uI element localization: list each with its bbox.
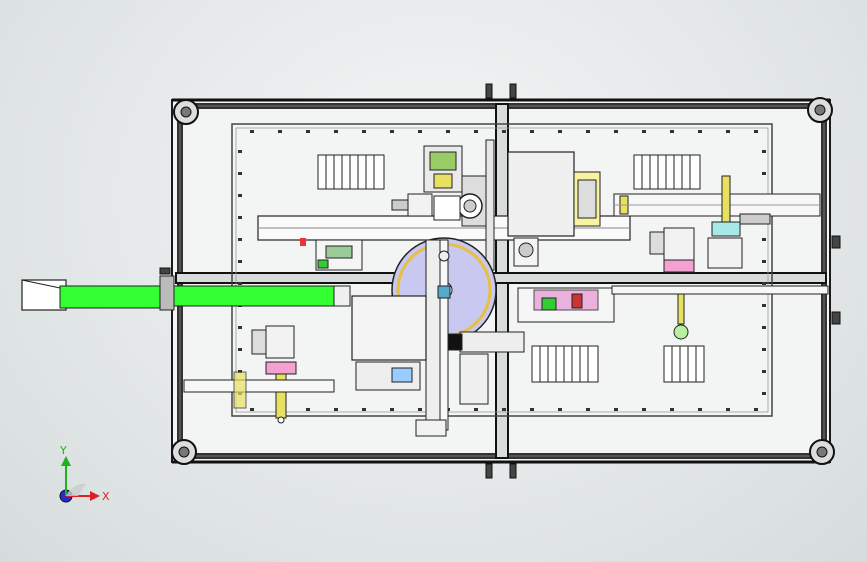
bolt-hole xyxy=(762,238,766,241)
pink-slide-block xyxy=(517,287,615,323)
bolt-hole xyxy=(250,130,254,133)
bolt-hole xyxy=(446,130,450,133)
bolt-hole xyxy=(278,130,282,133)
linear-rail-bottom-left xyxy=(183,371,335,409)
bolt-hole xyxy=(238,282,242,285)
y-axis-label: Y xyxy=(59,444,67,457)
grille-bottom-middle xyxy=(531,345,599,383)
linear-rail-right-lower xyxy=(611,285,829,295)
bolt-hole xyxy=(334,130,338,133)
corner-foot-bottom-left xyxy=(171,439,197,465)
green-conveyor xyxy=(21,275,351,311)
bolt-hole xyxy=(250,408,254,411)
bolt-hole xyxy=(762,260,766,263)
bolt-hole xyxy=(418,408,422,411)
sensor-block-left xyxy=(315,239,363,271)
bolt-hole xyxy=(762,282,766,285)
bolt-hole xyxy=(390,130,394,133)
bolt-hole xyxy=(530,408,534,411)
bolt-hole xyxy=(762,172,766,175)
grille-top-left xyxy=(317,154,385,190)
bolt-hole xyxy=(474,130,478,133)
bolt-hole xyxy=(642,408,646,411)
bolt-hole xyxy=(362,408,366,411)
bolt-hole xyxy=(754,408,758,411)
bolt-hole xyxy=(306,130,310,133)
bolt-hole xyxy=(362,130,366,133)
bolt-hole xyxy=(754,130,758,133)
bolt-hole xyxy=(586,130,590,133)
bolt-hole xyxy=(762,326,766,329)
bolt-hole xyxy=(762,304,766,307)
bolt-hole xyxy=(238,238,242,241)
bolt-hole xyxy=(502,130,506,133)
sensor-block-center xyxy=(513,237,539,267)
bolt-hole xyxy=(238,348,242,351)
bolt-hole xyxy=(238,194,242,197)
bolt-hole xyxy=(558,130,562,133)
bolt-hole xyxy=(502,408,506,411)
x-axis-label: X xyxy=(102,490,110,503)
bolt-hole xyxy=(762,370,766,373)
corner-foot-top-right xyxy=(807,97,833,123)
bolt-hole xyxy=(306,408,310,411)
bolt-hole xyxy=(698,408,702,411)
grille-top-right xyxy=(633,154,701,190)
bolt-hole xyxy=(238,326,242,329)
bolt-hole xyxy=(586,408,590,411)
corner-foot-bottom-right xyxy=(809,439,835,465)
bolt-hole xyxy=(474,408,478,411)
bolt-hole xyxy=(670,408,674,411)
bolt-hole xyxy=(390,408,394,411)
bolt-hole xyxy=(558,408,562,411)
bolt-hole xyxy=(418,130,422,133)
base-plate xyxy=(231,123,773,417)
bolt-hole xyxy=(614,408,618,411)
grille-bottom-right xyxy=(663,345,705,383)
bolt-hole xyxy=(238,172,242,175)
bolt-hole xyxy=(530,130,534,133)
bolt-hole xyxy=(642,130,646,133)
bolt-hole xyxy=(670,130,674,133)
gripper-assembly-top xyxy=(391,139,495,271)
bolt-hole xyxy=(614,130,618,133)
machine-frame xyxy=(171,98,831,464)
motor-lower-left xyxy=(251,325,297,424)
coordinate-triad[interactable]: X Y xyxy=(59,444,110,503)
linear-rail-right xyxy=(613,193,821,217)
bolt-hole xyxy=(762,392,766,395)
bolt-hole xyxy=(238,216,242,219)
motor-right xyxy=(649,175,771,340)
bolt-hole xyxy=(726,130,730,133)
bolt-hole xyxy=(726,408,730,411)
bolt-hole xyxy=(698,130,702,133)
corner-foot-top-left xyxy=(173,99,199,125)
bolt-hole xyxy=(762,150,766,153)
bolt-hole xyxy=(238,260,242,263)
bolt-hole xyxy=(762,348,766,351)
motor-housing-top xyxy=(507,151,601,237)
bolt-hole xyxy=(238,150,242,153)
bolt-hole xyxy=(334,408,338,411)
actuator-block-center xyxy=(351,295,525,437)
